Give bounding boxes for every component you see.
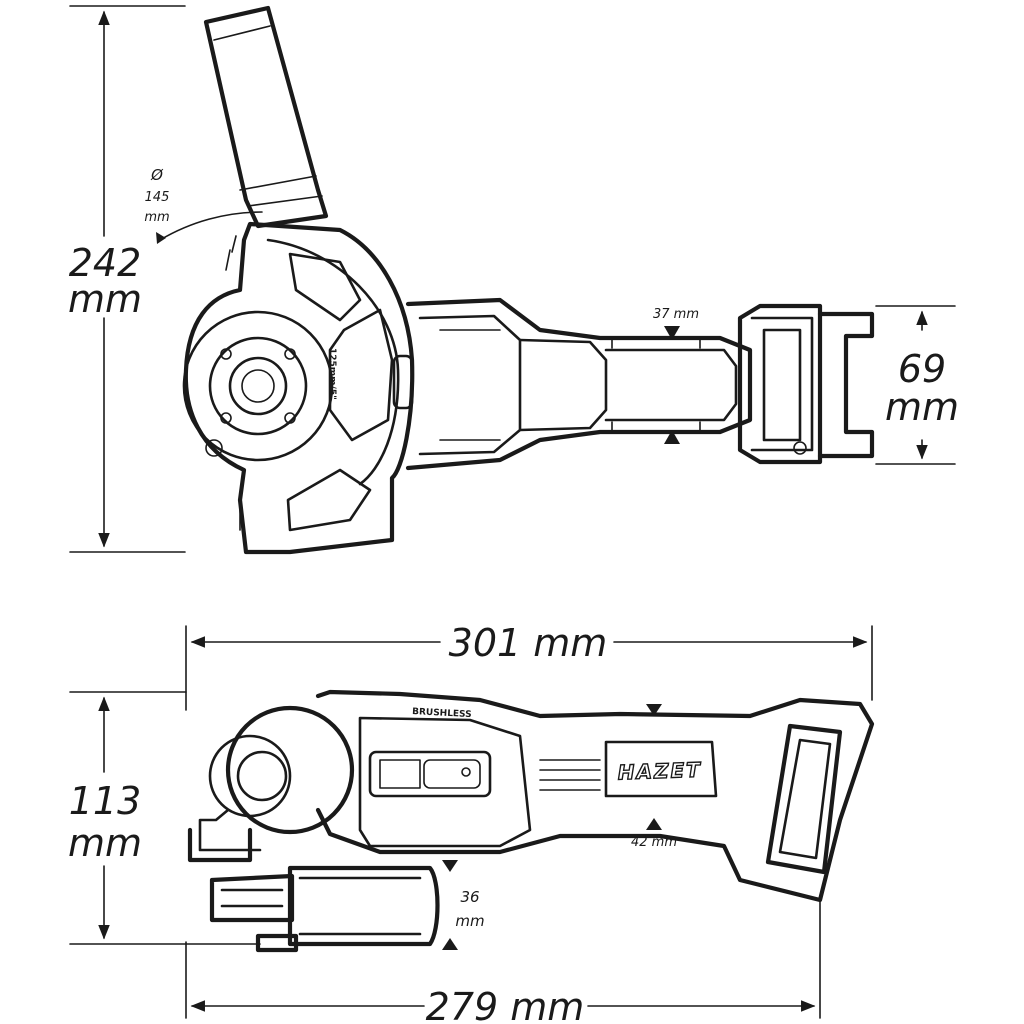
- height-unit-top: mm: [68, 277, 142, 321]
- disc-guard: [183, 221, 415, 555]
- dim-line-total-length: [185, 625, 873, 711]
- brand-logo: HAZET: [617, 758, 702, 785]
- grip-width-label: 37 mm: [653, 307, 699, 322]
- battery-width-unit: mm: [885, 385, 959, 429]
- disc-side: [209, 865, 440, 953]
- motor-label: BRUSHLESS: [412, 707, 472, 720]
- base-length-label: 279 mm: [426, 985, 585, 1024]
- disc-height-arrow-bottom: [442, 938, 458, 950]
- dim-line-height-side: [69, 691, 261, 945]
- battery-width-value: 69: [898, 347, 946, 391]
- grip-height-label: 42 mm: [631, 835, 677, 850]
- disc-height-arrow-top: [442, 860, 458, 872]
- dim-line-battery-width: [875, 305, 956, 465]
- side-view: 301 mm 113 mm 36 mm: [68, 621, 875, 1024]
- disc-diameter-unit: mm: [144, 210, 169, 225]
- disc-diameter-value: 145: [145, 190, 170, 205]
- height-unit-side: mm: [68, 821, 142, 865]
- motor-body-top: [405, 297, 753, 471]
- dust-nozzle: [203, 5, 329, 229]
- grip-width-arrow-bottom: [664, 430, 680, 444]
- grip-height-arrow-top: [646, 704, 662, 716]
- top-view: 242 mm Ø 145 mm 125mm/5": [68, 5, 959, 555]
- flange: [182, 310, 334, 462]
- disc-diameter-arrow: [156, 232, 166, 244]
- dim-line-height-top: [69, 5, 186, 553]
- dim-line-base-length: [185, 899, 821, 1019]
- height-value-side: 113: [69, 779, 142, 823]
- height-value-top: 242: [69, 241, 142, 285]
- battery-pack-side: [765, 723, 843, 875]
- dust-nozzle-side: [187, 705, 355, 863]
- total-length-label: 301 mm: [449, 621, 608, 665]
- disc-diameter-symbol: Ø: [150, 166, 164, 184]
- grip-width-arrow-top: [664, 326, 680, 340]
- disc-height-value: 36: [460, 888, 479, 906]
- disc-height-unit: mm: [455, 912, 484, 930]
- motor-body-side: [315, 689, 875, 903]
- brand-plate: [604, 740, 718, 798]
- battery-pack-top: [737, 303, 875, 465]
- grip-height-arrow-bottom: [646, 818, 662, 830]
